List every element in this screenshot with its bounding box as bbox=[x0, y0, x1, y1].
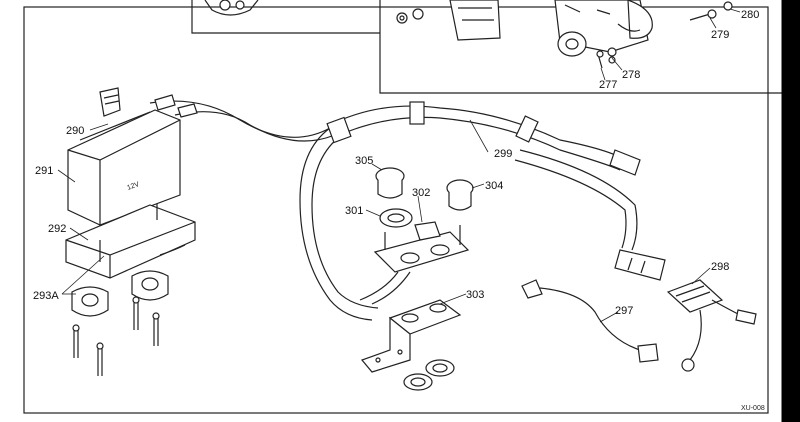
battery-strap-290 bbox=[99, 87, 121, 117]
callout-305: 305 bbox=[355, 155, 373, 167]
switch-305 bbox=[375, 167, 405, 199]
switch-304 bbox=[446, 179, 474, 211]
mount-bracket-303 bbox=[360, 299, 462, 391]
cable-297 bbox=[521, 279, 659, 363]
callout-290: 290 bbox=[66, 125, 84, 137]
callout-292: 292 bbox=[48, 223, 66, 235]
callout-301: 301 bbox=[345, 205, 363, 217]
battery-tray-292 bbox=[65, 204, 196, 279]
bracket-302 bbox=[359, 221, 470, 305]
callout-277: 277 bbox=[599, 79, 617, 91]
callout-279: 279 bbox=[711, 29, 729, 41]
callout-297: 297 bbox=[615, 305, 633, 317]
callout-298: 298 bbox=[711, 261, 729, 273]
wiring-harness-299 bbox=[149, 94, 666, 321]
battery-voltage-label: 12V bbox=[126, 181, 140, 192]
callout-304: 304 bbox=[485, 180, 503, 192]
callout-302: 302 bbox=[412, 187, 430, 199]
inset-frame-left bbox=[191, 0, 380, 34]
callout-278: 278 bbox=[622, 69, 640, 81]
callout-280: 280 bbox=[741, 9, 759, 21]
callout-291: 291 bbox=[35, 165, 53, 177]
callout-293a: 293A bbox=[33, 290, 59, 302]
callout-303: 303 bbox=[466, 289, 484, 301]
main-frame bbox=[23, 6, 769, 414]
battery-291: 12V bbox=[67, 109, 181, 226]
callout-299: 299 bbox=[494, 148, 512, 160]
washer-301 bbox=[379, 208, 413, 228]
inset-right-parts bbox=[396, 0, 741, 81]
drawing-code: XU-008 bbox=[741, 405, 765, 412]
inset-frame-right bbox=[379, 0, 782, 94]
leader-lines bbox=[57, 119, 711, 323]
clamps-293a bbox=[71, 270, 169, 376]
connector-298 bbox=[666, 279, 757, 372]
inset-left-fragment bbox=[204, 0, 259, 16]
callouts: 277 278 279 280 290 291 292 293A 297 298… bbox=[33, 9, 765, 412]
